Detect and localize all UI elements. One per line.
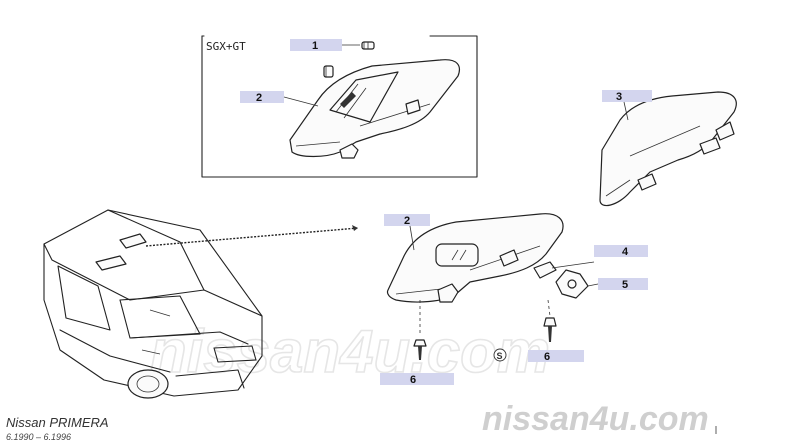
callout-number: 3 xyxy=(616,91,622,103)
callout-number: 6 xyxy=(410,374,416,386)
inset-label: SGX+GT xyxy=(206,40,246,53)
callout-number: 2 xyxy=(404,215,410,227)
watermark-big: nissan4u.com xyxy=(150,318,550,385)
callout-1: 1 xyxy=(290,39,342,52)
callout-number: 4 xyxy=(622,246,629,258)
leader-line xyxy=(547,299,551,317)
callout-number: 5 xyxy=(622,279,628,291)
callout-3: 3 xyxy=(602,90,652,103)
leader-line xyxy=(587,283,599,287)
leader-line xyxy=(283,96,319,107)
callout-5: 5 xyxy=(598,278,648,291)
callout-2-inset: 2 xyxy=(240,91,284,104)
callout-number: 6 xyxy=(544,351,550,363)
holder-icon xyxy=(555,269,589,299)
screw-icon xyxy=(413,339,427,360)
callout-2-main: 2 xyxy=(384,214,430,227)
bulb-icon xyxy=(323,41,375,78)
leader-line xyxy=(623,101,629,121)
clip-icon xyxy=(533,261,557,279)
watermark-small: nissan4u.com xyxy=(482,400,709,438)
car-illustration xyxy=(43,209,263,399)
s-badge-letter: S xyxy=(497,351,503,361)
sun-visor-with-mirror xyxy=(289,59,461,159)
screw-icon xyxy=(543,317,557,342)
s-badge: S xyxy=(493,348,507,362)
sun-visor-main xyxy=(386,213,564,303)
callout-number: 2 xyxy=(256,92,262,104)
callout-6-right: 6 xyxy=(528,350,584,363)
model-name: Nissan PRIMERA xyxy=(6,415,109,430)
sun-visor-plain xyxy=(599,91,737,207)
pointer-line xyxy=(145,227,359,247)
leader-line xyxy=(551,261,595,269)
callout-number: 1 xyxy=(312,40,318,52)
production-dates: 6.1990 – 6.1996 xyxy=(6,432,71,442)
inset-frame: SGX+GT xyxy=(201,35,478,178)
callout-4: 4 xyxy=(594,245,648,258)
callout-6-left: 6 xyxy=(380,373,454,386)
leader-line xyxy=(409,225,415,251)
